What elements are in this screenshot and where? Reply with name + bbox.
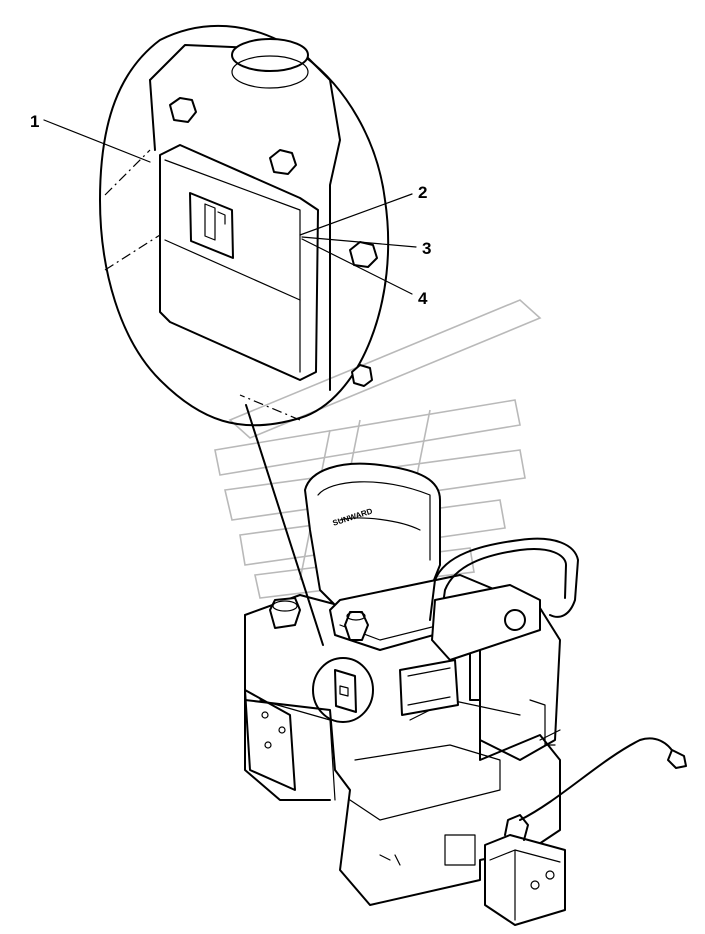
machine-assembly: SUNWARD xyxy=(244,462,687,926)
level-gauge-icon xyxy=(189,192,234,259)
detail-leader-line xyxy=(245,404,324,646)
detail-target-circle xyxy=(312,657,374,723)
detail-magnifier xyxy=(99,24,390,427)
bolt-icon xyxy=(269,149,297,175)
callout-4: 4 xyxy=(301,238,428,308)
callout-2: 2 xyxy=(299,183,427,236)
operator-seat: SUNWARD xyxy=(304,462,521,651)
svg-text:3: 3 xyxy=(422,239,431,258)
relay-box xyxy=(399,659,459,716)
control-cable xyxy=(519,737,676,821)
bolt-icon xyxy=(169,97,197,123)
armrest-handle xyxy=(429,537,579,661)
filler-cap xyxy=(344,611,369,641)
svg-text:1: 1 xyxy=(30,112,39,131)
tank-cap xyxy=(269,597,301,629)
callout-1: 1 xyxy=(30,112,151,163)
svg-text:4: 4 xyxy=(418,289,428,308)
decal-plate xyxy=(159,144,319,381)
svg-text:2: 2 xyxy=(418,183,427,202)
control-block xyxy=(484,814,566,926)
bolt-icon xyxy=(349,241,378,268)
callout-3: 3 xyxy=(301,236,431,258)
bolt-icon xyxy=(351,364,373,387)
